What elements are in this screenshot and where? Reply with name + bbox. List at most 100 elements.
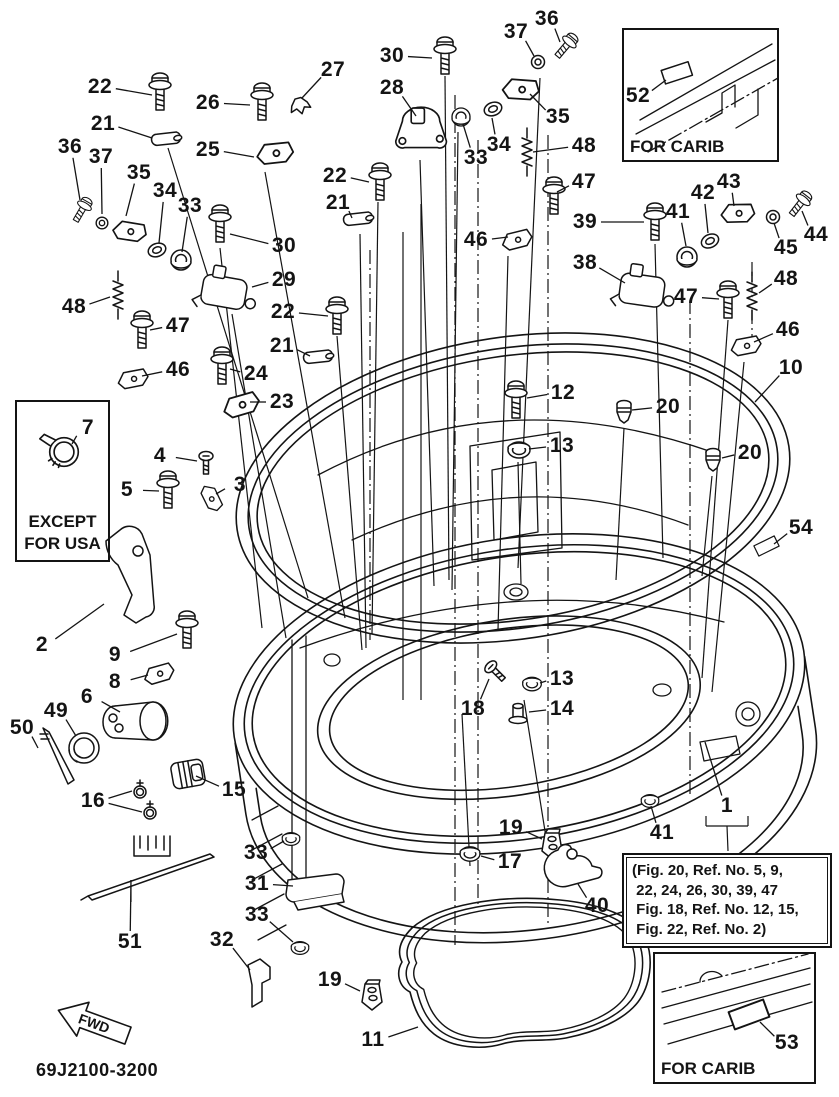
callout-label-46: 46	[775, 318, 801, 341]
leader-line-1	[704, 741, 723, 796]
part-tag	[660, 60, 694, 85]
callout-label-33: 33	[244, 903, 270, 926]
note-line4: Fig. 22, Ref. No. 2)	[632, 920, 767, 938]
callout-label-5: 5	[120, 478, 134, 501]
leader-line-42	[704, 203, 709, 234]
callout-label-42: 42	[690, 181, 716, 204]
leader-line-50	[31, 736, 39, 749]
part-bracket	[720, 203, 756, 224]
callout-label-10: 10	[778, 356, 804, 379]
leader-line-37	[100, 167, 103, 215]
callout-label-38: 38	[572, 251, 598, 274]
callout-label-45: 45	[773, 236, 799, 259]
leader-line-4	[175, 456, 198, 462]
callout-label-53: 53	[774, 1031, 800, 1054]
callout-label-2: 2	[35, 633, 49, 656]
guide-line	[231, 313, 287, 639]
part-clip	[290, 96, 312, 115]
part-bolt	[554, 32, 579, 59]
leader-line-15	[195, 775, 220, 787]
callout-label-16: 16	[80, 789, 106, 812]
part-bracket	[117, 368, 149, 390]
part-plug	[616, 399, 632, 424]
carib-top-art	[635, 43, 779, 153]
part-bolt	[210, 346, 234, 385]
leader-line-33	[269, 921, 294, 943]
leader-line-34	[158, 201, 164, 244]
construction-lines	[130, 75, 753, 945]
leader-line-48	[532, 146, 569, 153]
part-grommet	[290, 940, 310, 956]
part-bolt	[250, 82, 274, 121]
callout-label-43: 43	[716, 170, 742, 193]
callout-label-13: 13	[549, 667, 575, 690]
leader-line-30	[407, 55, 433, 59]
leader-line-47	[701, 297, 720, 300]
callout-label-26: 26	[195, 91, 221, 114]
callout-label-51: 51	[117, 930, 143, 953]
part-nut	[765, 209, 781, 225]
leader-line-24	[229, 368, 241, 373]
figure-part-number: 69J2100-3200	[36, 1060, 159, 1080]
callout-label-54: 54	[788, 516, 814, 539]
leader-line-19	[344, 983, 361, 992]
callout-label-18: 18	[460, 697, 486, 720]
callout-label-17: 17	[497, 850, 523, 873]
part-tag	[727, 998, 771, 1031]
leader-line-11	[388, 1026, 419, 1038]
callout-label-19: 19	[498, 816, 524, 839]
part-bolt	[504, 380, 528, 419]
part-bolt	[788, 190, 813, 218]
part-rod	[80, 853, 215, 901]
part-grommet	[507, 441, 531, 459]
leader-line-40	[577, 883, 588, 899]
part-cap	[394, 106, 448, 149]
callout-label-41: 41	[665, 200, 691, 223]
guide-line	[517, 77, 541, 569]
part-grommet	[281, 831, 301, 847]
guide-line	[359, 233, 367, 649]
callout-label-30: 30	[379, 44, 405, 67]
callout-label-30: 30	[271, 234, 297, 257]
callout-label-46: 46	[165, 358, 191, 381]
leader-line-28	[401, 95, 417, 117]
leader-line-31	[272, 883, 294, 887]
part-solenoid	[191, 264, 257, 311]
callout-label-33: 33	[177, 194, 203, 217]
except-for-usa-line1: EXCEPT	[28, 512, 97, 531]
leader-line-48	[758, 283, 773, 294]
callout-label-48: 48	[571, 134, 597, 157]
callout-label-50: 50	[9, 716, 35, 739]
note-line1: (Fig. 20, Ref. No. 5, 9,	[632, 862, 783, 879]
callout-label-21: 21	[90, 112, 116, 135]
part-starter	[102, 701, 169, 741]
callout-label-35: 35	[545, 105, 571, 128]
for-carib-top-label: FOR CARIB	[630, 137, 725, 156]
part-spring	[112, 270, 124, 320]
guide-line	[726, 825, 729, 852]
leader-line-6	[101, 700, 121, 713]
part-nut	[95, 216, 109, 230]
part-spacer	[508, 702, 528, 725]
part-bolt	[368, 162, 392, 201]
callout-label-6: 6	[80, 685, 94, 708]
part-bolt	[433, 36, 457, 75]
part-wedge	[361, 979, 383, 1011]
part-bracket	[144, 662, 175, 685]
part-block	[170, 758, 206, 790]
callout-label-44: 44	[803, 223, 829, 246]
callout-label-20: 20	[737, 441, 763, 464]
leader-line-17	[480, 855, 495, 861]
callout-label-47: 47	[673, 285, 699, 308]
part-bracket	[223, 391, 260, 419]
callout-label-40: 40	[584, 894, 610, 917]
callout-label-37: 37	[503, 20, 529, 43]
part-bracket	[200, 485, 224, 512]
bottom-cowling	[232, 533, 818, 944]
callout-label-41: 41	[649, 821, 675, 844]
part-ring	[68, 732, 100, 764]
part-plate	[302, 349, 335, 365]
leader-line-46	[491, 236, 509, 240]
leader-line-3	[215, 488, 226, 495]
part-bolt	[716, 280, 740, 319]
